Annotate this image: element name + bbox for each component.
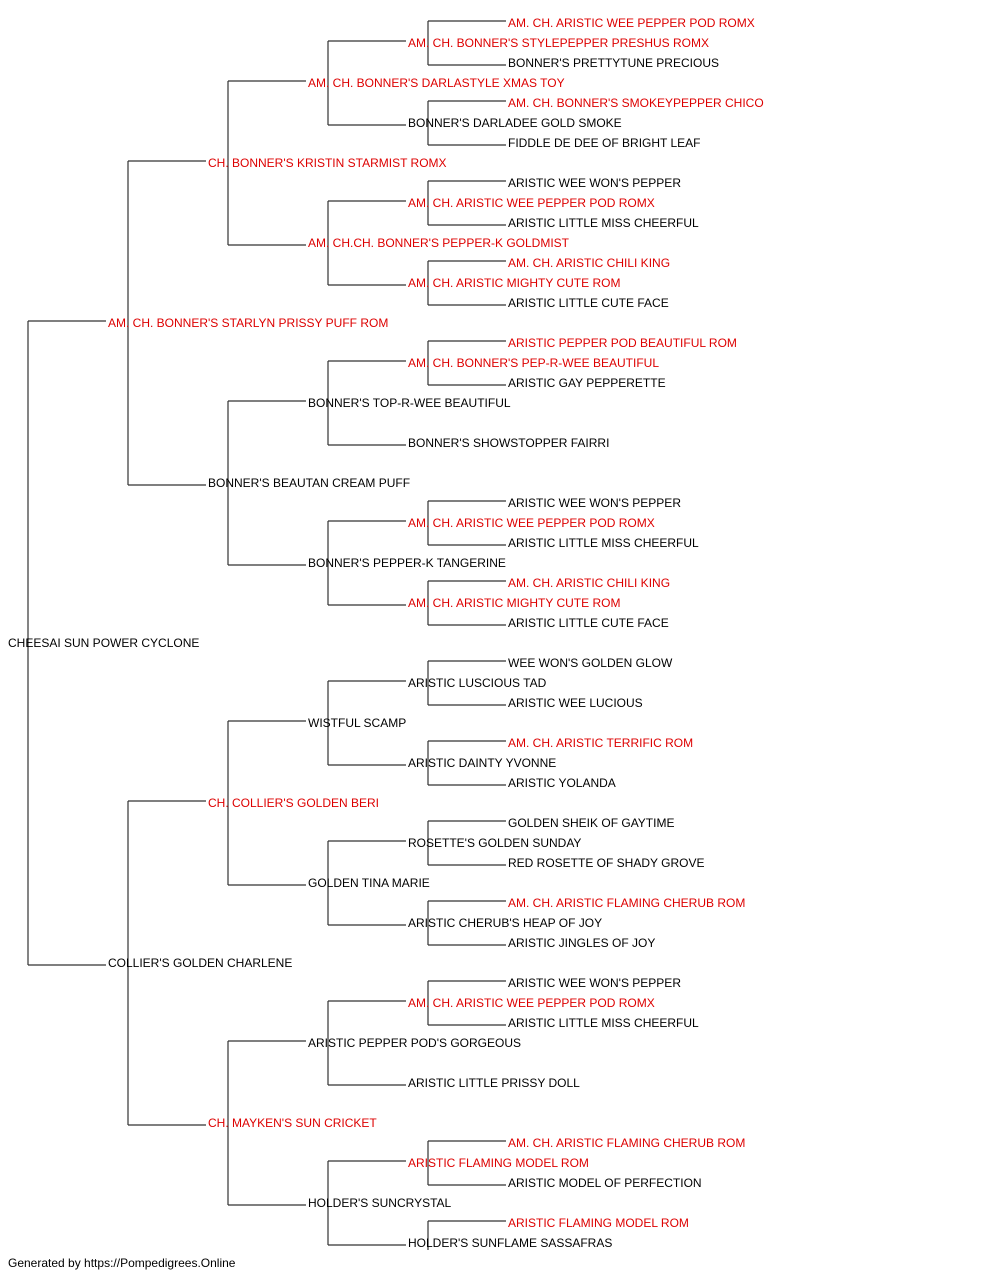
pedigree-name: AM. CH. BONNER'S PEP-R-WEE BEAUTIFUL (408, 356, 659, 370)
pedigree-name: CH. MAYKEN'S SUN CRICKET (208, 1116, 377, 1130)
pedigree-name: ARISTIC LUSCIOUS TAD (408, 676, 547, 690)
pedigree-name: AM. CH. ARISTIC FLAMING CHERUB ROM (508, 896, 745, 910)
pedigree-name: AM. CH. ARISTIC WEE PEPPER POD ROMX (408, 196, 655, 210)
pedigree-name: ARISTIC MODEL OF PERFECTION (508, 1176, 702, 1190)
pedigree-name: AM. CH. BONNER'S SMOKEYPEPPER CHICO (508, 96, 764, 110)
pedigree-name: COLLIER'S GOLDEN CHARLENE (108, 956, 292, 970)
pedigree-name: AM. CH. ARISTIC MIGHTY CUTE ROM (408, 276, 620, 290)
pedigree-name: AM. CH.CH. BONNER'S PEPPER-K GOLDMIST (308, 236, 570, 250)
pedigree-name: AM. CH. ARISTIC WEE PEPPER POD ROMX (408, 516, 655, 530)
pedigree-name: GOLDEN TINA MARIE (308, 876, 430, 890)
pedigree-name: ARISTIC WEE WON'S PEPPER (508, 176, 681, 190)
pedigree-name: ARISTIC DAINTY YVONNE (408, 756, 556, 770)
pedigree-name: BONNER'S TOP-R-WEE BEAUTIFUL (308, 396, 511, 410)
pedigree-name: BONNER'S SHOWSTOPPER FAIRRI (408, 436, 609, 450)
pedigree-name: HOLDER'S SUNFLAME SASSAFRAS (408, 1236, 612, 1250)
pedigree-name: HOLDER'S SUNCRYSTAL (308, 1196, 452, 1210)
pedigree-name: RED ROSETTE OF SHADY GROVE (508, 856, 704, 870)
pedigree-name: ARISTIC LITTLE MISS CHEERFUL (508, 1016, 699, 1030)
pedigree-name: AM. CH. BONNER'S DARLASTYLE XMAS TOY (308, 76, 565, 90)
pedigree-name: ARISTIC GAY PEPPERETTE (508, 376, 666, 390)
pedigree-name: AM. CH. ARISTIC MIGHTY CUTE ROM (408, 596, 620, 610)
pedigree-name: ARISTIC PEPPER POD BEAUTIFUL ROM (508, 336, 737, 350)
pedigree-name: CH. BONNER'S KRISTIN STARMIST ROMX (208, 156, 447, 170)
pedigree-name: ARISTIC WEE WON'S PEPPER (508, 976, 681, 990)
pedigree-name: ARISTIC LITTLE CUTE FACE (508, 616, 669, 630)
pedigree-name: GOLDEN SHEIK OF GAYTIME (508, 816, 674, 830)
pedigree-name: ARISTIC FLAMING MODEL ROM (508, 1216, 689, 1230)
pedigree-name: ARISTIC YOLANDA (508, 776, 616, 790)
pedigree-name: AM. CH. ARISTIC WEE PEPPER POD ROMX (408, 996, 655, 1010)
pedigree-name: BONNER'S DARLADEE GOLD SMOKE (408, 116, 622, 130)
pedigree-name: BONNER'S PRETTYTUNE PRECIOUS (508, 56, 719, 70)
pedigree-name: WISTFUL SCAMP (308, 716, 406, 730)
pedigree-name: AM. CH. BONNER'S STARLYN PRISSY PUFF ROM (108, 316, 388, 330)
pedigree-name: WEE WON'S GOLDEN GLOW (508, 656, 673, 670)
pedigree-tree: CHEESAI SUN POWER CYCLONE AM. CH. BONNER'… (8, 16, 764, 1250)
pedigree-name: ARISTIC LITTLE PRISSY DOLL (408, 1076, 580, 1090)
pedigree-name: ARISTIC CHERUB'S HEAP OF JOY (408, 916, 602, 930)
pedigree-name: AM. CH. ARISTIC CHILI KING (508, 576, 670, 590)
pedigree-name: ARISTIC LITTLE MISS CHEERFUL (508, 216, 699, 230)
pedigree-name: ARISTIC JINGLES OF JOY (508, 936, 655, 950)
pedigree-name: ROSETTE'S GOLDEN SUNDAY (408, 836, 581, 850)
pedigree-name: ARISTIC LITTLE CUTE FACE (508, 296, 669, 310)
pedigree-name: AM. CH. ARISTIC FLAMING CHERUB ROM (508, 1136, 745, 1150)
pedigree-name: CHEESAI SUN POWER CYCLONE (8, 636, 199, 650)
pedigree-name: FIDDLE DE DEE OF BRIGHT LEAF (508, 136, 700, 150)
pedigree-name: ARISTIC FLAMING MODEL ROM (408, 1156, 589, 1170)
pedigree-name: AM. CH. ARISTIC CHILI KING (508, 256, 670, 270)
pedigree-name: BONNER'S BEAUTAN CREAM PUFF (208, 476, 410, 490)
pedigree-name: AM. CH. BONNER'S STYLEPEPPER PRESHUS ROM… (408, 36, 709, 50)
pedigree-name: ARISTIC WEE LUCIOUS (508, 696, 643, 710)
pedigree-name: ARISTIC PEPPER POD'S GORGEOUS (308, 1036, 521, 1050)
pedigree-name: ARISTIC LITTLE MISS CHEERFUL (508, 536, 699, 550)
pedigree-name: CH. COLLIER'S GOLDEN BERI (208, 796, 379, 810)
pedigree-name: ARISTIC WEE WON'S PEPPER (508, 496, 681, 510)
pedigree-name: AM. CH. ARISTIC TERRIFIC ROM (508, 736, 693, 750)
pedigree-name: AM. CH. ARISTIC WEE PEPPER POD ROMX (508, 16, 755, 30)
pedigree-name: BONNER'S PEPPER-K TANGERINE (308, 556, 506, 570)
footer-credit: Generated by https://Pompedigrees.Online (8, 1256, 236, 1270)
